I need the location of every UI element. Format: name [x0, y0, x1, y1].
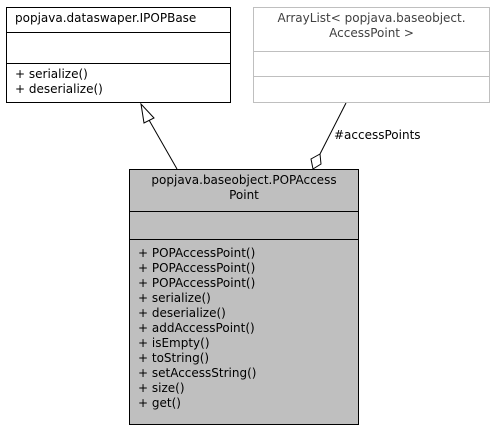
operation-is-empty[interactable]: + isEmpty() — [138, 336, 210, 350]
aggregation-edge — [319, 102, 347, 155]
class-name-compartment: popjava.dataswaper.IPOPBase — [7, 8, 230, 33]
generalization-arrowhead — [140, 102, 155, 124]
operation-serialize[interactable]: + serialize() — [15, 67, 88, 81]
operation-constructor-1[interactable]: + POPAccessPoint() — [138, 246, 256, 260]
operations-compartment — [254, 77, 489, 102]
class-name-compartment: ArrayList< popjava.baseobject. AccessPoi… — [254, 8, 489, 52]
aggregation-diamond — [310, 153, 322, 170]
operation-set-access-string[interactable]: + setAccessString() — [138, 366, 257, 380]
operation-constructor-2[interactable]: + POPAccessPoint() — [138, 261, 256, 275]
class-name-line-1: ArrayList< popjava.baseobject. — [277, 11, 466, 25]
operation-constructor-3[interactable]: + POPAccessPoint() — [138, 276, 256, 290]
generalization-edge — [148, 119, 178, 170]
class-arraylist-accesspoint[interactable]: ArrayList< popjava.baseobject. AccessPoi… — [253, 7, 490, 103]
operation-serialize[interactable]: + serialize() — [138, 291, 211, 305]
operation-deserialize[interactable]: + deserialize() — [138, 306, 226, 320]
operation-add-access-point[interactable]: + addAccessPoint() — [138, 321, 255, 335]
attributes-compartment — [130, 212, 358, 240]
class-name-line-2: Point — [229, 188, 259, 202]
operations-compartment: + serialize() + deserialize() — [7, 64, 230, 102]
operation-deserialize[interactable]: + deserialize() — [15, 82, 103, 96]
class-name-line-2: AccessPoint > — [329, 26, 414, 40]
operation-to-string[interactable]: + toString() — [138, 351, 210, 365]
attributes-compartment — [254, 52, 489, 77]
attributes-compartment — [7, 33, 230, 64]
class-ipopbase[interactable]: popjava.dataswaper.IPOPBase + serialize(… — [6, 7, 231, 103]
class-popaccesspoint[interactable]: popjava.baseobject.POPAccess Point + POP… — [129, 169, 359, 425]
operation-size[interactable]: + size() — [138, 381, 185, 395]
operation-get[interactable]: + get() — [138, 396, 181, 410]
association-label-access-points: #accessPoints — [334, 128, 421, 142]
class-name-compartment: popjava.baseobject.POPAccess Point — [130, 170, 358, 212]
class-name: popjava.dataswaper.IPOPBase — [15, 11, 197, 25]
operations-compartment: + POPAccessPoint() + POPAccessPoint() + … — [130, 240, 358, 424]
class-name-line-1: popjava.baseobject.POPAccess — [151, 173, 337, 187]
